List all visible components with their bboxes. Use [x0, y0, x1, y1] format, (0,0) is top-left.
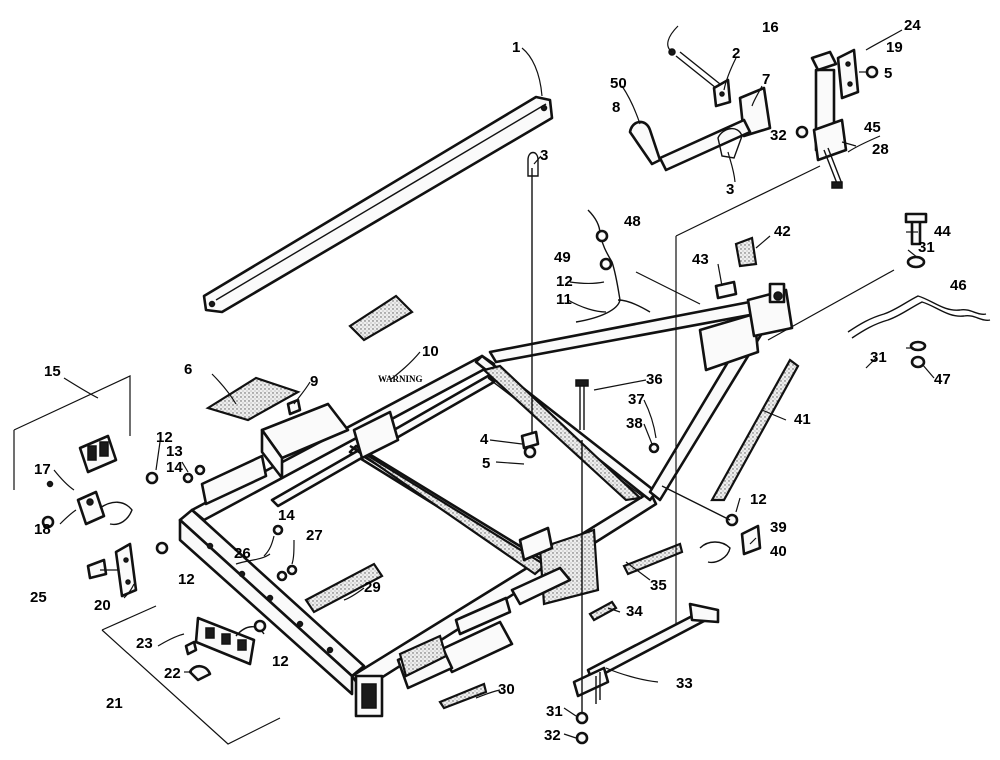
callout-42: 42 — [774, 223, 791, 240]
callout-36: 36 — [646, 371, 663, 388]
callout-numbers: 1 2 3 3 4 5 5 6 7 8 9 10 11 12 12 12 12 … — [30, 17, 967, 744]
decal-part-28plate — [348, 294, 414, 342]
callout-22: 22 — [164, 665, 181, 682]
callout-30: 30 — [498, 681, 515, 698]
callout-21: 21 — [106, 695, 123, 712]
decal-part-10-text: WARNING — [378, 374, 423, 384]
callout-8: 8 — [612, 99, 620, 116]
leader-lines — [53, 25, 935, 739]
callout-35: 35 — [650, 577, 667, 594]
callout-25: 25 — [30, 589, 47, 606]
callout-14b: 14 — [278, 507, 295, 524]
callout-12b: 12 — [156, 429, 173, 446]
callout-28: 28 — [872, 141, 889, 158]
reflector-part-34 — [588, 600, 618, 622]
callout-3a: 3 — [540, 147, 548, 164]
callout-45: 45 — [864, 119, 881, 136]
decal-part-6 — [205, 376, 301, 422]
reflector-part-35 — [622, 542, 684, 576]
group-bracket-15 — [13, 375, 131, 490]
callout-19: 19 — [886, 39, 903, 56]
hardware-bolts — [145, 151, 762, 745]
callout-44: 44 — [934, 223, 951, 240]
main-trailer-frame — [178, 282, 794, 718]
callout-32b: 32 — [770, 127, 787, 144]
callout-47: 47 — [934, 371, 951, 388]
callout-40: 40 — [770, 543, 787, 560]
callout-3b: 3 — [726, 181, 734, 198]
callout-39: 39 — [770, 519, 787, 536]
callout-34: 34 — [626, 603, 643, 620]
callout-31b: 31 — [918, 239, 935, 256]
taillight-assembly-part-15 — [41, 434, 138, 598]
callout-12c: 12 — [178, 571, 195, 588]
callout-33: 33 — [676, 675, 693, 692]
callout-29: 29 — [364, 579, 381, 596]
callout-5b: 5 — [884, 65, 892, 82]
jack-assembly-parts — [628, 48, 879, 189]
callout-6: 6 — [184, 361, 192, 378]
callout-46: 46 — [950, 277, 967, 294]
callout-12a: 12 — [556, 273, 573, 290]
callout-1: 1 — [512, 39, 520, 56]
safety-chain-part-46 — [847, 212, 991, 369]
callout-2: 2 — [732, 45, 740, 62]
tongue-panel-part-41 — [710, 358, 800, 502]
callout-7: 7 — [762, 71, 770, 88]
group-bracket-33 — [675, 165, 821, 624]
callout-16: 16 — [762, 19, 779, 36]
decal-part-9 — [286, 398, 302, 416]
callout-20: 20 — [94, 597, 111, 614]
callout-24: 24 — [904, 17, 921, 34]
callout-13: 13 — [166, 443, 183, 460]
group-bracket-11 — [635, 271, 701, 305]
side-rail-part-1 — [202, 95, 554, 314]
callout-12e: 12 — [750, 491, 767, 508]
callout-4: 4 — [480, 431, 489, 448]
callout-14a: 14 — [166, 459, 183, 476]
callout-48: 48 — [624, 213, 641, 230]
callout-41: 41 — [794, 411, 811, 428]
callout-5a: 5 — [482, 455, 490, 472]
taillight-assembly-part-21 — [184, 616, 265, 682]
decal-part-29 — [304, 562, 384, 614]
callout-11: 11 — [556, 291, 572, 308]
callout-31c: 31 — [870, 349, 887, 366]
callout-38: 38 — [626, 415, 643, 432]
callout-26: 26 — [234, 545, 251, 562]
reflector-part-30 — [438, 682, 488, 710]
decal-part-42 — [734, 236, 758, 268]
callout-37: 37 — [628, 391, 645, 408]
callout-15: 15 — [44, 363, 61, 380]
callout-32a: 32 — [544, 727, 561, 744]
callout-49: 49 — [554, 249, 571, 266]
group-bracket-46 — [767, 269, 895, 341]
callout-18: 18 — [34, 521, 51, 538]
group-bracket-21 — [101, 605, 281, 745]
wiring-harness-parts — [575, 209, 738, 323]
callout-50: 50 — [610, 75, 627, 92]
callout-10: 10 — [422, 343, 439, 360]
callout-12d: 12 — [272, 653, 289, 670]
callout-43: 43 — [692, 251, 709, 268]
callout-27: 27 — [306, 527, 323, 544]
callout-9: 9 — [310, 373, 318, 390]
callout-31a: 31 — [546, 703, 563, 720]
callout-23: 23 — [136, 635, 153, 652]
callout-17: 17 — [34, 461, 51, 478]
